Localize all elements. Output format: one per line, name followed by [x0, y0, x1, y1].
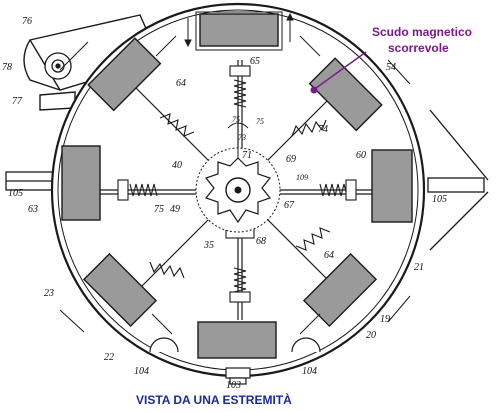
ref-49: 49: [170, 204, 180, 215]
callout-line-2: scorrevole: [388, 41, 449, 55]
shield-upper-left: [87, 37, 162, 112]
ref-109: 109: [296, 173, 308, 182]
ref-104-right: 104: [302, 366, 317, 377]
view-caption: VISTA DA UNA ESTREMITÀ: [136, 392, 292, 407]
bottom-feet: [149, 337, 321, 385]
magnetic-shields: [61, 11, 413, 359]
ref-67: 67: [284, 200, 295, 211]
slide-arrows: [184, 12, 294, 48]
right-shaft: [427, 109, 489, 251]
shield-lower-left: [82, 252, 158, 328]
ref-23: 23: [44, 288, 54, 299]
shield-upper-right: [308, 57, 383, 132]
ref-19: 19: [380, 314, 390, 325]
springs: [129, 79, 348, 296]
ref-54: 54: [386, 62, 396, 73]
ref-35: 35: [203, 240, 214, 251]
ref-78: 78: [2, 62, 12, 73]
ref-40: 40: [172, 160, 182, 171]
ref-64-right: 64: [324, 250, 334, 261]
shield-left: [61, 145, 101, 221]
ref-63: 63: [28, 204, 38, 215]
ref-77: 77: [12, 96, 23, 107]
callout-dot: [310, 86, 318, 94]
ref-76: 76: [22, 16, 32, 27]
ref-68: 68: [256, 236, 266, 247]
callout-line-1: Scudo magnetico: [372, 25, 472, 39]
pulley-icon: [44, 52, 72, 80]
ref-20: 20: [366, 330, 376, 341]
ref-105-left: 105: [8, 188, 23, 199]
reference-numerals: 76 78 77 105 63 23 22 104 103 104 20 19 …: [2, 16, 447, 391]
ref-69: 69: [286, 154, 296, 165]
callout-leader: [315, 51, 367, 89]
shield-lower-right: [302, 252, 378, 328]
ref-75b: 75: [256, 117, 264, 126]
central-hub: [195, 120, 281, 233]
shield-top: [195, 11, 283, 51]
ref-64-top: 64: [176, 78, 186, 89]
ref-105-right: 105: [432, 194, 447, 205]
ref-74: 74: [318, 124, 328, 135]
shield-bottom: [197, 321, 277, 359]
ref-65: 65: [250, 56, 260, 67]
ref-75-left: 75: [154, 204, 164, 215]
ref-103: 103: [226, 380, 241, 391]
shield-right: [371, 149, 413, 223]
ref-104-left: 104: [134, 366, 149, 377]
shield-guides: [59, 35, 411, 335]
ref-71: 71: [242, 150, 252, 161]
ref-73: 73: [238, 133, 246, 142]
ref-75a: 75: [232, 115, 240, 124]
ref-21: 21: [414, 262, 424, 273]
ref-60: 60: [356, 150, 366, 161]
ref-22: 22: [104, 352, 114, 363]
